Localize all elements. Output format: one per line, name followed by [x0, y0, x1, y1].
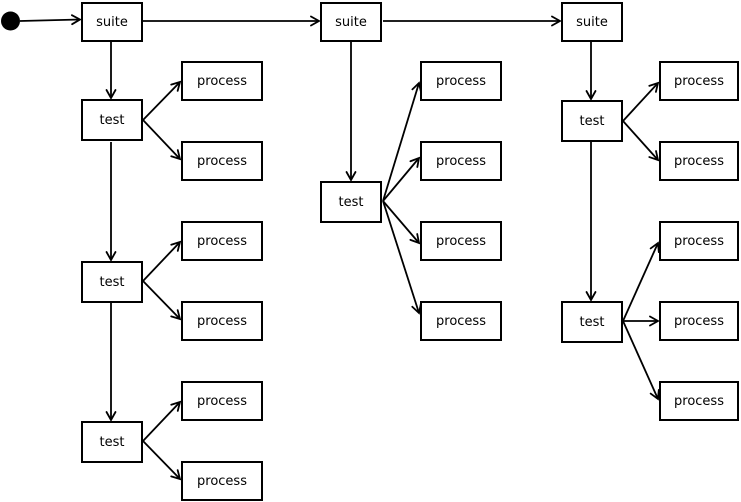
process-node: process: [420, 141, 502, 181]
arrows: [19, 14, 660, 481]
suite-node-1: suite: [81, 2, 143, 42]
start-state-dot: [1, 11, 20, 31]
process-node: process: [659, 381, 739, 421]
process-node: process: [659, 141, 739, 181]
test-node-3-2: test: [561, 301, 623, 343]
process-node: process: [181, 381, 263, 421]
process-node: process: [181, 301, 263, 341]
process-node: process: [659, 301, 739, 341]
test-node-1-3: test: [81, 421, 143, 463]
test-node-1-2: test: [81, 261, 143, 303]
process-node: process: [659, 61, 739, 101]
test-node-1-1: test: [81, 99, 143, 141]
process-node: process: [420, 61, 502, 101]
process-node: process: [181, 141, 263, 181]
test-node-2-1: test: [320, 181, 382, 223]
process-node: process: [420, 301, 502, 341]
process-node: process: [181, 221, 263, 261]
process-node: process: [659, 221, 739, 261]
test-node-3-1: test: [561, 100, 623, 142]
process-node: process: [181, 461, 263, 501]
suite-node-2: suite: [320, 2, 382, 42]
process-node: process: [420, 221, 502, 261]
suite-node-3: suite: [561, 2, 623, 42]
process-node: process: [181, 61, 263, 101]
